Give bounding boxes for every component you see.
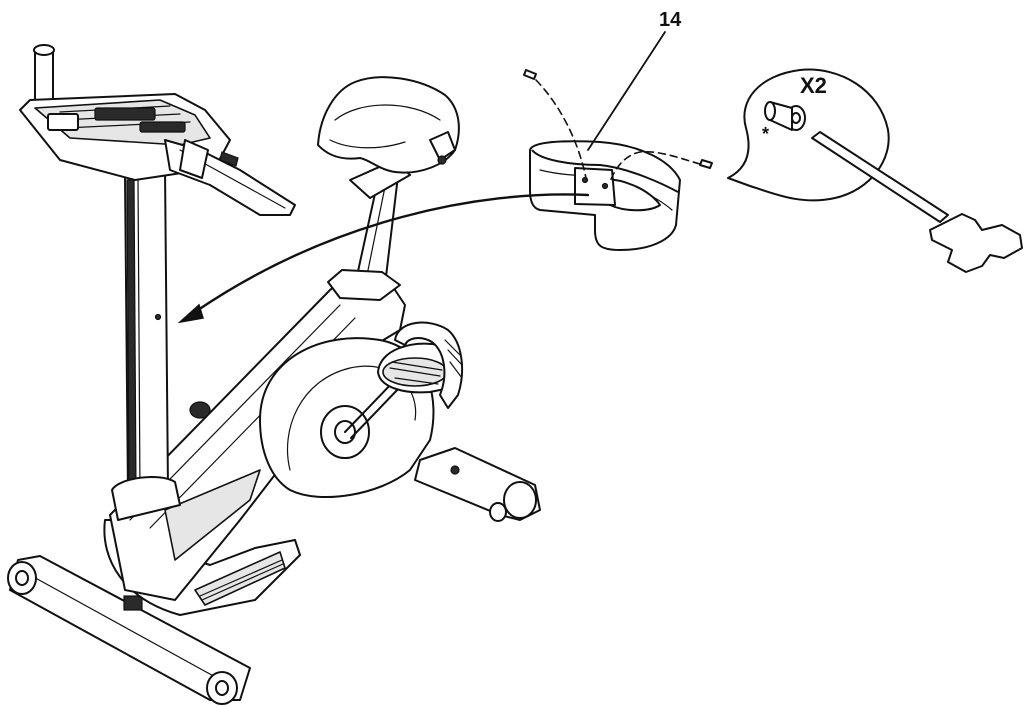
- quantity-label: X2: [800, 73, 827, 98]
- part-number-label: 14: [659, 9, 682, 31]
- console: [19, 44, 296, 216]
- hardware-callout-bubble: [727, 68, 1023, 273]
- front-stabilizer: [7, 555, 251, 705]
- note-asterisk: *: [762, 124, 769, 144]
- part-14-leader-line: [587, 31, 666, 151]
- mounting-arrow: [177, 193, 590, 324]
- seat-assembly: [317, 76, 460, 301]
- crank-and-pedal: [189, 321, 464, 439]
- bottle-holder: [523, 69, 713, 251]
- rear-stabilizer: [414, 447, 541, 522]
